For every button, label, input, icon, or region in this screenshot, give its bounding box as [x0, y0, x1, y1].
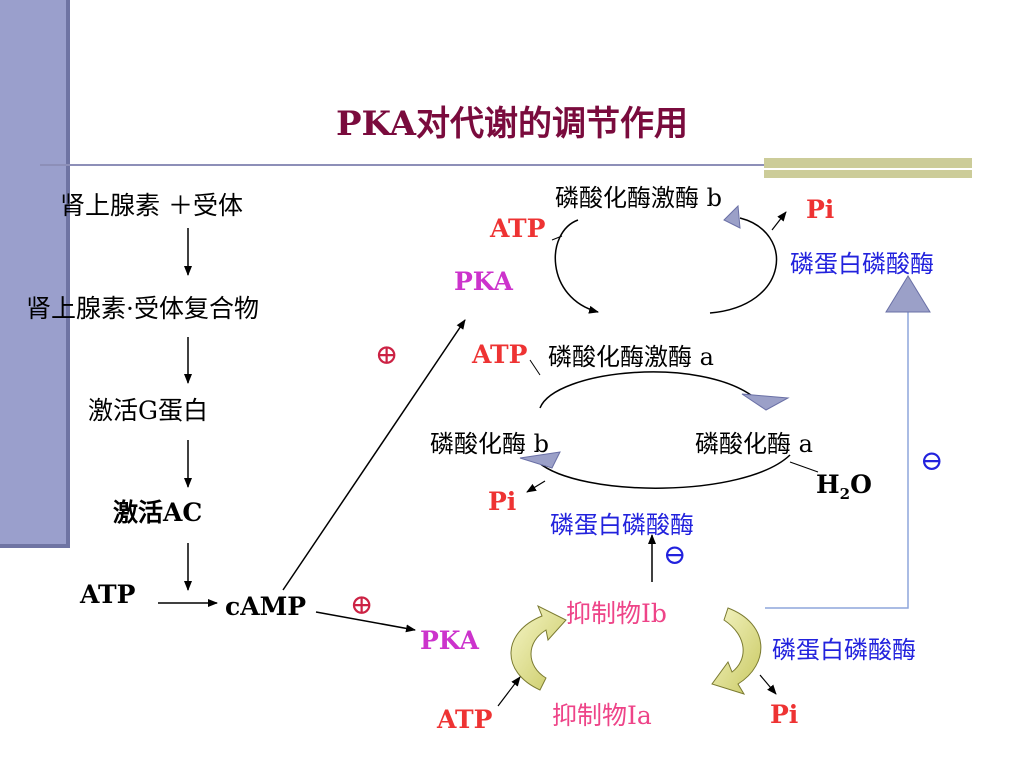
bottom-phosphatase-label: 磷蛋白磷酸酶 — [772, 636, 916, 664]
camp-to-pka-upper-arrow — [282, 319, 466, 591]
inhibitor-atp-label: ATP — [437, 705, 493, 734]
inhibitor-pi-label: Pi — [770, 700, 799, 729]
kinase-atp-leader — [551, 235, 563, 241]
pka-lower-label: PKA — [420, 626, 479, 655]
phosphorylase-pi-arrow — [526, 480, 546, 493]
phosphorylase-forward-triangle — [741, 393, 790, 411]
phosphorylase-b-label: 磷酸化酶 b — [430, 430, 549, 458]
page-title: PKA对代谢的调节作用 — [335, 104, 689, 144]
kinase-pi-label: Pi — [806, 195, 835, 224]
top-phosphatase-inhibit-triangle — [885, 275, 931, 313]
camp-label: cAMP — [225, 592, 307, 621]
activation-plus-lower: ⊕ — [350, 588, 374, 621]
inhibitor-1b-label: 抑制物Ⅰb — [566, 599, 667, 628]
top-right-decor-stripe — [764, 158, 972, 168]
camp-to-pka-lower-arrow — [315, 611, 416, 633]
phosphorylase-kinase-a-label: 磷酸化酶激酶 a — [548, 343, 714, 371]
kinase-left-arc — [554, 219, 599, 314]
water-label: H2O — [816, 470, 872, 503]
inhibition-minus-right: ⊖ — [920, 444, 944, 477]
kinase-pi-arrow — [771, 211, 787, 231]
cascade-step-ac: 激活AC — [113, 498, 203, 527]
inhibitor-to-top-phosphatase-line — [765, 312, 909, 609]
inhibitor-atp-leader — [497, 676, 521, 707]
kinase-right-arc — [709, 217, 778, 314]
left-decor-bar-bottom — [0, 544, 70, 548]
left-decor-bar — [0, 0, 66, 548]
kinase-atp-label: ATP — [490, 214, 546, 243]
cascade-step-g-protein: 激活G蛋白 — [88, 396, 208, 425]
activation-plus-upper: ⊕ — [375, 338, 399, 371]
water-leader — [789, 461, 819, 473]
cascade-atp-label: ATP — [80, 580, 136, 609]
phosphorylase-return-triangle — [519, 451, 561, 469]
kinase-return-triangle — [723, 204, 741, 229]
left-decor-bar-shadow — [66, 0, 70, 548]
phosphorylase-atp-label: ATP — [472, 340, 528, 369]
cascade-step-receptor-complex: 肾上腺素·受体复合物 — [26, 294, 259, 323]
top-phosphatase-label: 磷蛋白磷酸酶 — [790, 250, 934, 278]
phosphorylase-kinase-b-label: 磷酸化酶激酶 b — [555, 184, 722, 212]
phosphorylase-upper-arc — [539, 371, 756, 409]
inhibitor-right-curved-arrow — [711, 607, 762, 695]
inhibition-minus-center: ⊖ — [663, 538, 687, 571]
inhibitor-left-curved-arrow — [510, 604, 567, 691]
inhibitor-1a-label: 抑制物Ⅰa — [552, 701, 652, 730]
pka-upper-label: PKA — [454, 267, 513, 296]
phosphorylase-pi-label: Pi — [488, 487, 517, 516]
title-divider-line — [40, 164, 970, 166]
phosphorylase-atp-leader — [529, 359, 541, 376]
top-right-decor-stripe-2 — [764, 170, 972, 178]
phosphorylase-a-label: 磷酸化酶 a — [695, 430, 813, 458]
inhibitor-pi-arrow — [759, 674, 777, 695]
phosphorylase-lower-arc — [537, 454, 791, 489]
middle-phosphatase-label: 磷蛋白磷酸酶 — [550, 511, 694, 539]
cascade-step-receptor-binding: 肾上腺素 ＋受体 — [60, 191, 243, 220]
